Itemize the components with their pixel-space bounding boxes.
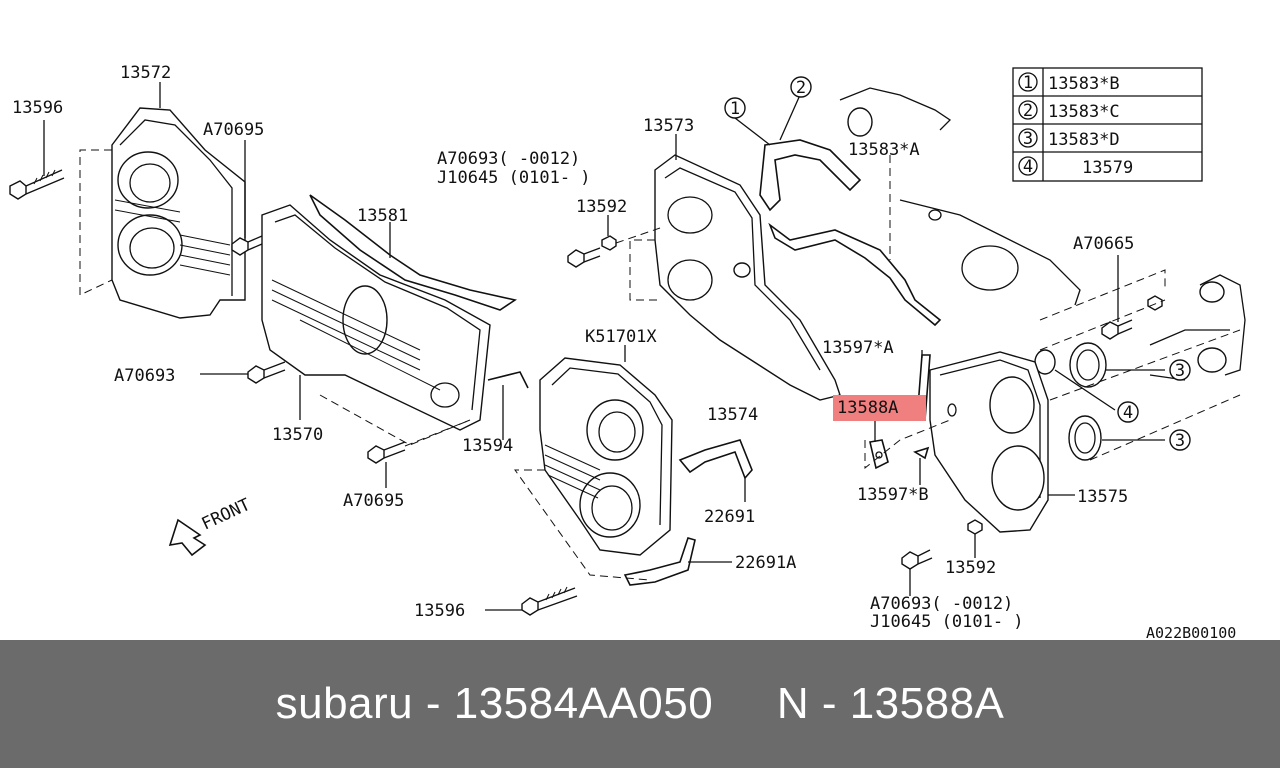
- footer-banner: subaru - 13584AA050 N - 13588A: [0, 640, 1280, 768]
- label-13570[interactable]: 13570: [272, 425, 323, 445]
- callout-circle-4: 4: [1117, 401, 1139, 423]
- legend-row-3: 3 13583*D: [1018, 128, 1120, 150]
- legend-part: 13579: [1082, 158, 1133, 178]
- bolt-a70665: [1039, 255, 1166, 351]
- legend-part: 13583*B: [1048, 74, 1120, 94]
- legend-row-1: 1 13583*B: [1018, 72, 1120, 94]
- label-13597a[interactable]: 13597*A: [822, 338, 894, 358]
- label-13596-bottom[interactable]: 13596: [414, 601, 465, 621]
- label-13574[interactable]: 13574: [707, 405, 758, 425]
- label-22691[interactable]: 22691: [704, 507, 755, 527]
- label-13597b[interactable]: 13597*B: [857, 485, 929, 505]
- gasket-13583b-c: [734, 94, 942, 327]
- cover-13574: [514, 345, 673, 581]
- label-k51701x[interactable]: K51701X: [585, 327, 657, 347]
- label-a70695-bottom[interactable]: A70695: [343, 491, 404, 511]
- highlight-13588a: [833, 395, 926, 421]
- label-13575[interactable]: 13575: [1077, 487, 1128, 507]
- legend-table: [1012, 67, 1203, 182]
- callout-circle-1: 1: [724, 97, 746, 119]
- label-13583a[interactable]: 13583*A: [848, 140, 920, 160]
- legend-num: 2: [1023, 101, 1033, 121]
- svg-text:1: 1: [730, 99, 740, 119]
- callout-circle-2: 2: [790, 76, 812, 98]
- label-13581[interactable]: 13581: [357, 206, 408, 226]
- label-22691a[interactable]: 22691A: [735, 553, 796, 573]
- engine-block-outline: [839, 87, 1081, 306]
- label-j10645-bottom[interactable]: J10645 (0101- ): [870, 612, 1024, 632]
- label-a70665[interactable]: A70665: [1073, 234, 1134, 254]
- cover-13572: [79, 82, 246, 319]
- label-13592-right[interactable]: 13592: [945, 558, 996, 578]
- legend-part: 13583*D: [1048, 130, 1120, 150]
- callout-circle-3b: 3: [1169, 429, 1191, 451]
- parts-diagram: 1 2 3 4 3 1 13583*B 2 13583*C 3 13583*D …: [9, 63, 1246, 640]
- label-13592-center[interactable]: 13592: [576, 197, 627, 217]
- legend-num: 3: [1023, 129, 1033, 149]
- legend-num: 4: [1023, 157, 1033, 177]
- legend-row-2: 2 13583*C: [1018, 100, 1120, 122]
- diagram-code: A022B00100: [1146, 624, 1236, 640]
- label-a70693-left[interactable]: A70693: [114, 366, 175, 386]
- cover-13573: [629, 134, 841, 401]
- bolt-a70693-left: [200, 361, 286, 384]
- label-13572[interactable]: 13572: [120, 63, 171, 83]
- label-a70693-center[interactable]: A70693( -0012): [437, 149, 580, 169]
- label-13588a[interactable]: 13588A: [837, 398, 898, 418]
- label-13596-top[interactable]: 13596: [12, 98, 63, 118]
- bracket-22691a: [623, 537, 732, 586]
- bracket-22691: [678, 439, 753, 502]
- legend-num: 1: [1023, 73, 1033, 93]
- front-arrow-icon: [168, 518, 207, 557]
- bolt-a70695-top: [231, 140, 263, 256]
- svg-text:3: 3: [1175, 361, 1185, 381]
- cover-13575: [929, 351, 1075, 533]
- bolt-13596-top: [9, 120, 65, 200]
- dashed-assembly-line-left: [319, 394, 471, 446]
- svg-text:4: 4: [1123, 403, 1133, 423]
- label-a70693-bottom[interactable]: A70693( -0012): [870, 594, 1013, 614]
- label-13594[interactable]: 13594: [462, 436, 513, 456]
- label-j10645-center[interactable]: J10645 (0101- ): [437, 168, 591, 188]
- bolts-13592-center: [567, 215, 661, 268]
- svg-text:3: 3: [1175, 431, 1185, 451]
- legend-part: 13583*C: [1048, 102, 1120, 122]
- callout-circle-3a: 3: [1169, 359, 1191, 381]
- svg-text:2: 2: [796, 78, 806, 98]
- bolt-13596-bottom: [485, 586, 578, 616]
- label-a70695-top[interactable]: A70695: [203, 120, 264, 140]
- label-13573[interactable]: 13573: [643, 116, 694, 136]
- plate-13570: [261, 194, 529, 440]
- legend-row-4: 4 13579: [1018, 156, 1133, 178]
- bolts-right-bottom: [901, 519, 983, 596]
- footer-part-numbers: subaru - 13584AA050 N - 13588A: [275, 679, 1005, 728]
- seals-right: [1034, 274, 1246, 461]
- label-front: FRONT: [199, 495, 254, 535]
